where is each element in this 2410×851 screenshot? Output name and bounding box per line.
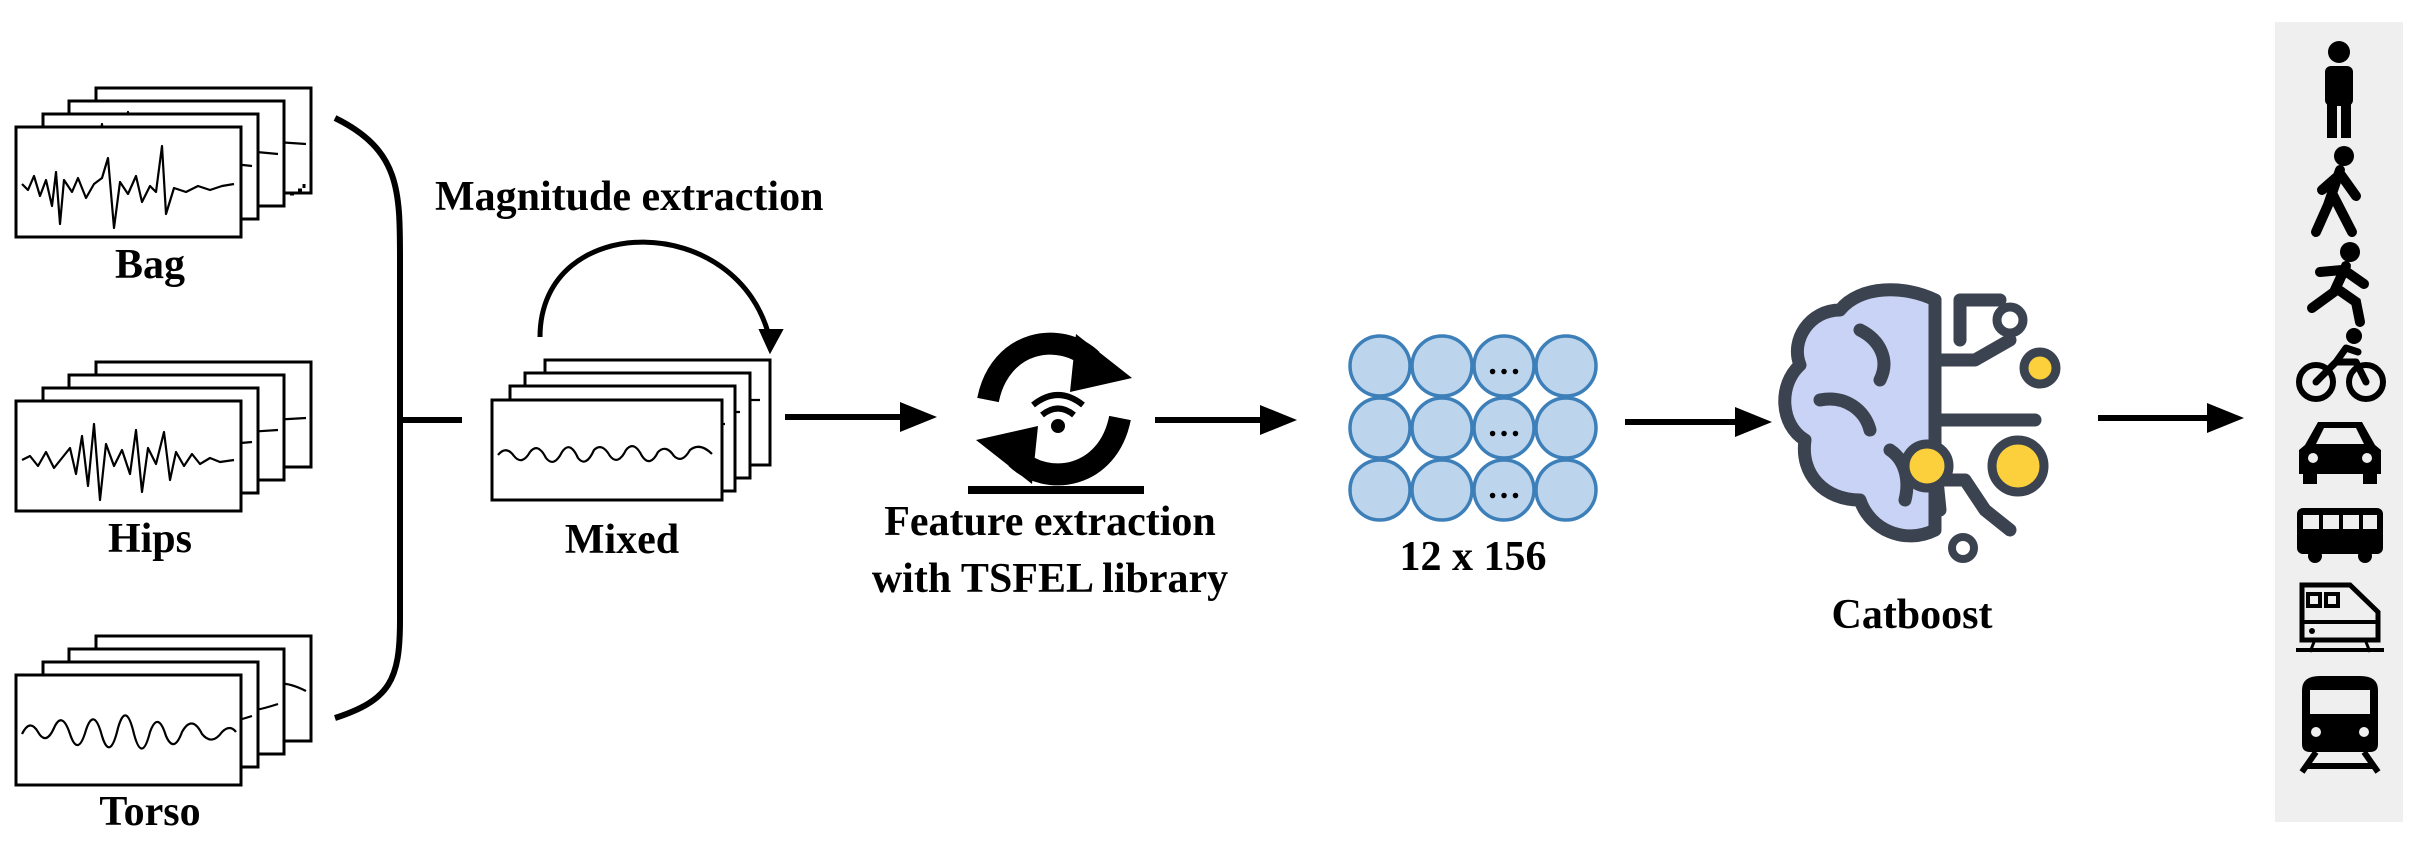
feature-matrix: … … …: [1348, 334, 1598, 522]
subway-icon: [2299, 676, 2381, 774]
magnitude-curve-arrow: [537, 239, 773, 341]
standing-icon: [2325, 41, 2353, 138]
merge-bracket: [333, 115, 403, 721]
arrow-to-classes: [2098, 403, 2244, 433]
magnitude-label: Magnitude extraction: [435, 174, 823, 220]
matrix-ellipsis: …: [1487, 407, 1521, 444]
bag-label: Bag: [115, 242, 185, 288]
matrix-ellipsis: …: [1487, 345, 1521, 382]
feature-extraction-icon: [968, 332, 1144, 494]
arrow-to-feature: [785, 402, 937, 432]
matrix-ellipsis: …: [1487, 469, 1521, 506]
feature-label-line1: Feature extraction: [884, 499, 1216, 545]
hips-signal-stack: [14, 360, 313, 513]
bike-icon: [2296, 328, 2386, 402]
bus-icon: [2297, 508, 2383, 563]
feature-label-line2: with TSFEL library: [872, 556, 1228, 602]
arrow-to-matrix: [1155, 405, 1297, 435]
catboost-label: Catboost: [1831, 592, 1992, 638]
hips-label: Hips: [108, 516, 192, 562]
car-icon: [2299, 422, 2381, 484]
torso-label: Torso: [99, 789, 200, 835]
torso-signal-stack: [14, 634, 313, 787]
arrow-to-catboost: [1625, 407, 1772, 437]
bag-signal-stack: [14, 86, 313, 239]
running-icon: [2307, 242, 2369, 327]
mixed-label: Mixed: [565, 517, 679, 563]
train-icon: [2296, 582, 2384, 653]
matrix-size-label: 12 x 156: [1400, 534, 1547, 580]
brain-icon: [1778, 283, 2061, 563]
walking-icon: [2311, 146, 2361, 237]
mixed-signal-stack: [490, 358, 772, 502]
